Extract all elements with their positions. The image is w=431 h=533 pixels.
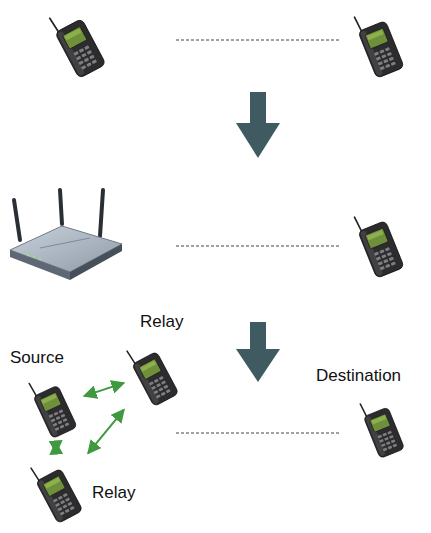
phone-icon [48, 4, 110, 80]
dashed-link [176, 40, 340, 41]
router [10, 190, 122, 280]
down-arrow [236, 92, 280, 158]
link-arrow [88, 410, 124, 454]
node-label: Relay [92, 483, 135, 503]
node-label: Source [10, 348, 64, 368]
phone-node: Destination [356, 394, 410, 460]
node-label: Destination [316, 366, 401, 386]
phone-node: Source [26, 372, 82, 440]
link-arrow [55, 442, 58, 453]
dashed-link [176, 433, 340, 434]
dashed-link [176, 246, 340, 247]
down-arrow [236, 322, 280, 382]
link-arrow [84, 383, 124, 396]
phone-icon [350, 206, 410, 280]
phone-node: Relay [30, 455, 86, 525]
phone-icon [350, 6, 410, 80]
node-label: Relay [140, 312, 183, 332]
phone-node: Relay [126, 338, 182, 408]
